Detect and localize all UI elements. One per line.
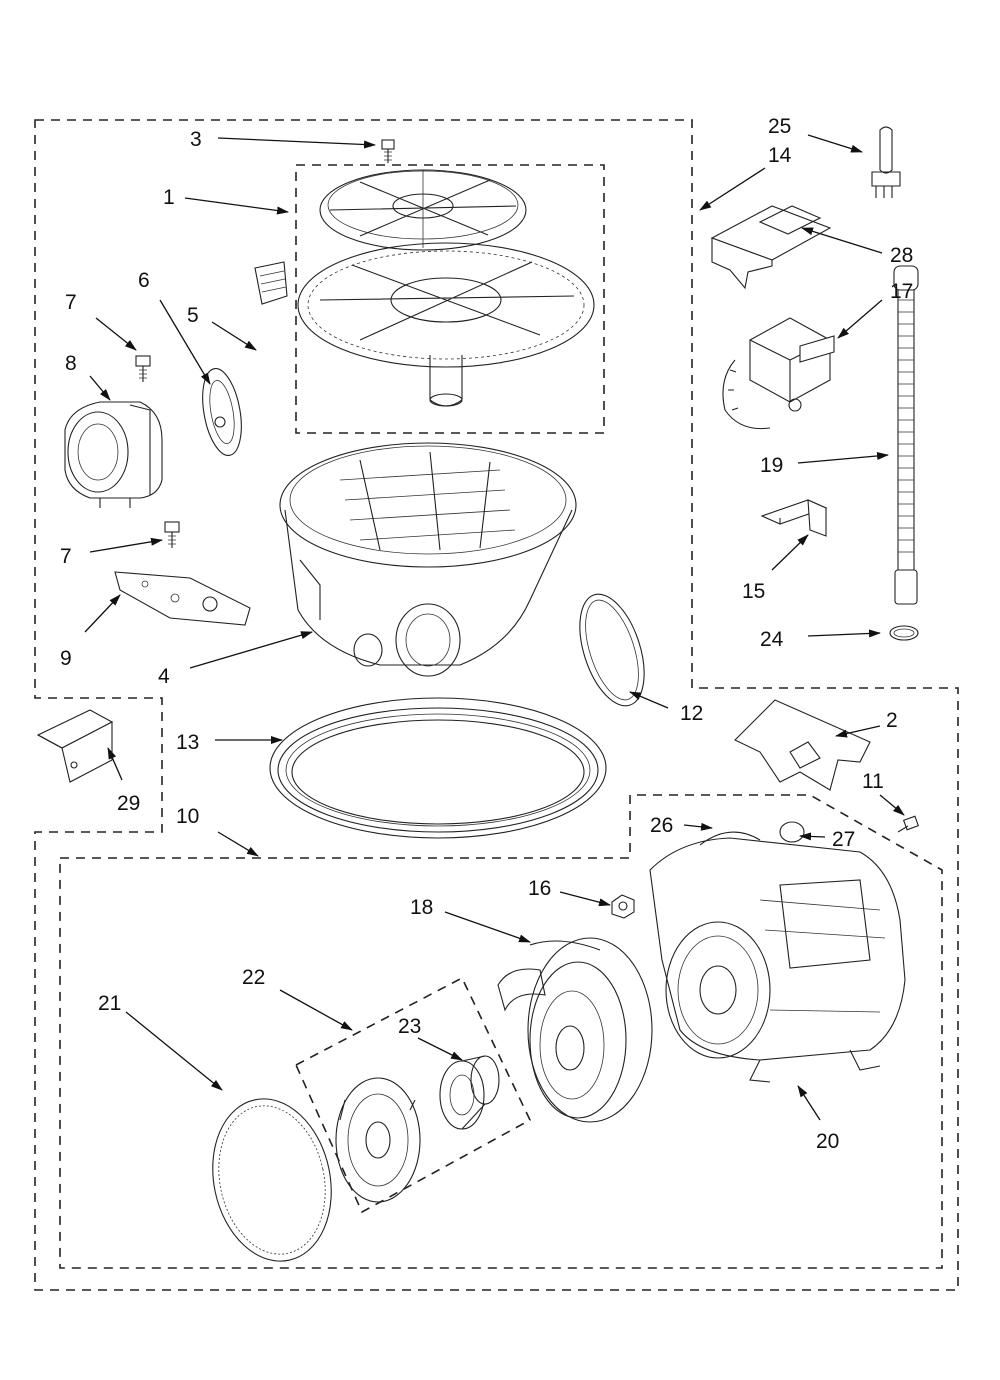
impeller-housing-part-22 [335, 1077, 421, 1203]
arrow-1 [184, 197, 289, 215]
nut-part-16 [611, 894, 635, 919]
arrow-12 [629, 691, 669, 709]
callout-26: 26 [650, 814, 673, 837]
sump-part-4 [279, 442, 577, 677]
callout-18: 18 [410, 896, 433, 919]
callout-29: 29 [117, 792, 140, 815]
callout-labels: 3 1 6 5 7 8 7 9 4 13 29 10 12 25 14 28 1… [60, 115, 913, 1153]
arrow-24 [807, 629, 881, 638]
impeller-part-23 [439, 1055, 500, 1130]
arrow-17 [837, 299, 883, 339]
arrow-29 [107, 747, 123, 781]
callout-8: 8 [65, 352, 77, 375]
callout-23: 23 [398, 1015, 421, 1038]
clip-part-5 [254, 261, 288, 305]
arrow-11 [879, 794, 905, 816]
pump-motor-part-20 [649, 831, 906, 1083]
arrow-28 [801, 227, 883, 254]
bracket-part-9 [114, 571, 251, 626]
callout-20: 20 [816, 1130, 839, 1153]
clip-part-15 [760, 499, 828, 537]
callout-13: 13 [176, 731, 199, 754]
callout-21: 21 [98, 992, 121, 1015]
filter-part-6 [202, 368, 242, 456]
arrow-8 [89, 375, 111, 401]
callout-11: 11 [862, 770, 884, 793]
arrow-22 [279, 989, 353, 1031]
callout-1: 1 [163, 186, 175, 209]
callout-12: 12 [680, 702, 703, 725]
callout-7-lower: 7 [60, 545, 72, 568]
arrow-27 [799, 832, 826, 841]
callout-4: 4 [158, 665, 170, 688]
part-drawings [36, 126, 920, 1262]
arrow-15 [771, 534, 809, 571]
shield-part-2 [734, 699, 871, 791]
callout-2: 2 [886, 709, 898, 732]
upper-assembly-boundary [34, 119, 959, 1291]
callout-28: 28 [890, 244, 913, 267]
cover-part-28 [710, 205, 832, 290]
gasket-part-21 [212, 1098, 332, 1262]
callout-3: 3 [190, 128, 202, 151]
callout-16: 16 [528, 877, 551, 900]
callout-24: 24 [760, 628, 784, 651]
callout-5: 5 [187, 304, 199, 327]
group-boundaries [34, 119, 959, 1291]
arrow-10 [217, 831, 259, 857]
sensor-part-25 [871, 126, 901, 198]
hose-part-19 [893, 265, 919, 605]
arrow-25 [807, 134, 863, 153]
callout-arrows [84, 134, 905, 1121]
pump-assembly-boundary [59, 794, 943, 1269]
callout-25: 25 [768, 115, 791, 138]
clamp-part-24 [889, 625, 919, 641]
arrow-4 [189, 631, 313, 669]
arrow-3 [217, 137, 376, 149]
bracket-part-29 [36, 709, 114, 783]
arrow-19 [797, 451, 889, 464]
arrow-23 [417, 1037, 463, 1061]
callout-10: 10 [176, 805, 199, 828]
actuator-part-17 [722, 317, 835, 430]
arrow-7-lower [89, 537, 163, 553]
arrow-20 [797, 1085, 821, 1121]
upper-spray-arm-part-1 [319, 169, 527, 251]
gasket-part-12 [579, 593, 645, 707]
screw-part-11 [897, 815, 920, 833]
seal-ring-part-13 [269, 697, 607, 839]
screw-part-7-lower [164, 521, 180, 548]
lower-spray-arm-part-1 [297, 242, 595, 407]
diverter-motor-part-8 [64, 401, 163, 508]
callout-17: 17 [890, 280, 913, 303]
washer-part-27 [779, 821, 805, 843]
arrow-7-upper [95, 317, 137, 351]
callout-27: 27 [832, 828, 855, 851]
arrow-14 [699, 167, 766, 211]
callout-7-upper: 7 [65, 291, 77, 314]
arrow-21 [125, 1011, 223, 1091]
callout-14: 14 [768, 144, 792, 167]
callout-15: 15 [742, 580, 765, 603]
screw-part-7-upper [135, 355, 151, 382]
screw-part-3 [381, 139, 395, 163]
arrow-16 [559, 891, 611, 907]
arrow-6 [159, 299, 211, 385]
arrow-5 [211, 321, 257, 351]
arrow-18 [444, 911, 531, 943]
callout-22: 22 [242, 966, 265, 989]
callout-9: 9 [60, 647, 72, 670]
arrow-2 [835, 725, 881, 738]
pump-housing-part-18 [497, 937, 653, 1123]
impeller-boundary [294, 976, 532, 1214]
callout-6: 6 [138, 269, 150, 292]
arrow-9 [84, 594, 121, 633]
callout-19: 19 [760, 454, 783, 477]
arrow-26 [683, 822, 713, 831]
